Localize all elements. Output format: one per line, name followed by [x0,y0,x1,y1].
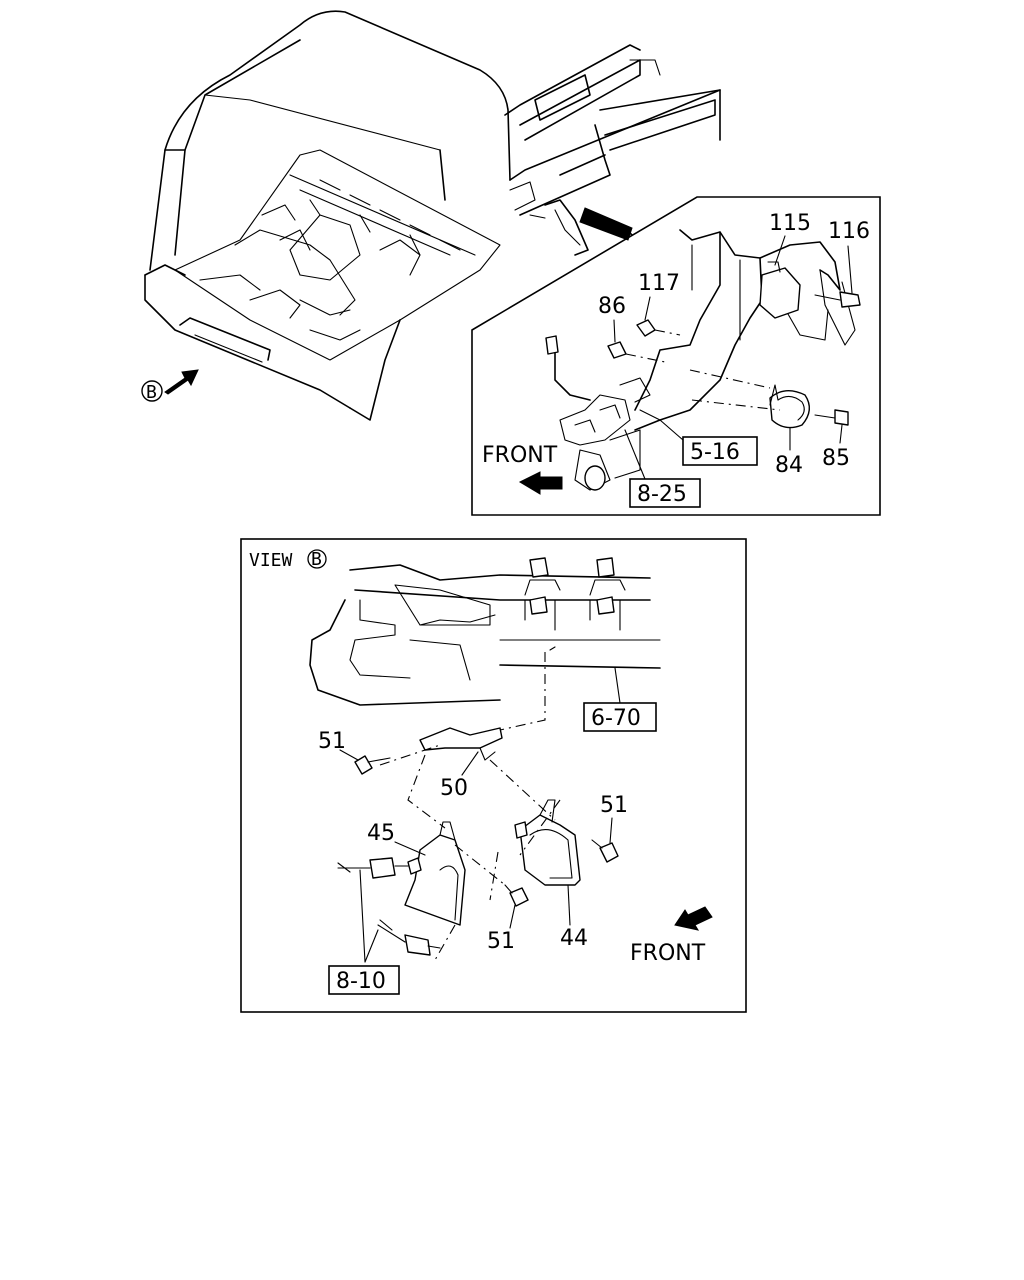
callout-115: 115 [769,211,811,236]
callout-84: 84 [775,453,803,478]
callout-50: 50 [440,776,468,801]
callout-51-bottom: 51 [487,929,515,954]
ref-8-10: 8-10 [336,969,386,994]
ref-box-5-16 [682,436,758,466]
ref-5-16: 5-16 [690,440,740,465]
ref-box-8-10 [328,965,400,995]
view-b-letter: B [311,549,322,570]
callout-116: 116 [828,219,870,244]
view-b-circle-icon-panel [307,549,327,569]
front-arrow-icon-bottom [674,906,713,931]
ref-8-25: 8-25 [637,482,687,507]
callout-117: 117 [638,271,680,296]
view-b-circle-icon [141,380,163,402]
front-label-bottom: FRONT [630,941,706,966]
callout-51-right: 51 [600,793,628,818]
callout-85: 85 [822,446,850,471]
front-label-top: FRONT [482,443,558,468]
view-b-pointer: B [141,369,199,403]
view-b-panel: VIEW B 6-70 51 [240,538,747,1013]
view-b-marker-letter: B [146,382,157,403]
ref-box-6-70 [583,702,657,732]
ref-6-70: 6-70 [591,706,641,731]
detail-panel-horn-relay: 115 116 117 86 84 85 5-16 8-25 FRONT [471,196,881,516]
front-arrow-icon-top [518,471,563,495]
truck-cab-illustration [144,10,721,421]
callout-51-top-left: 51 [318,729,346,754]
callout-44: 44 [560,926,588,951]
callout-45: 45 [367,821,395,846]
ref-box-8-25 [629,478,701,508]
view-label: VIEW [249,550,293,571]
callout-86: 86 [598,294,626,319]
